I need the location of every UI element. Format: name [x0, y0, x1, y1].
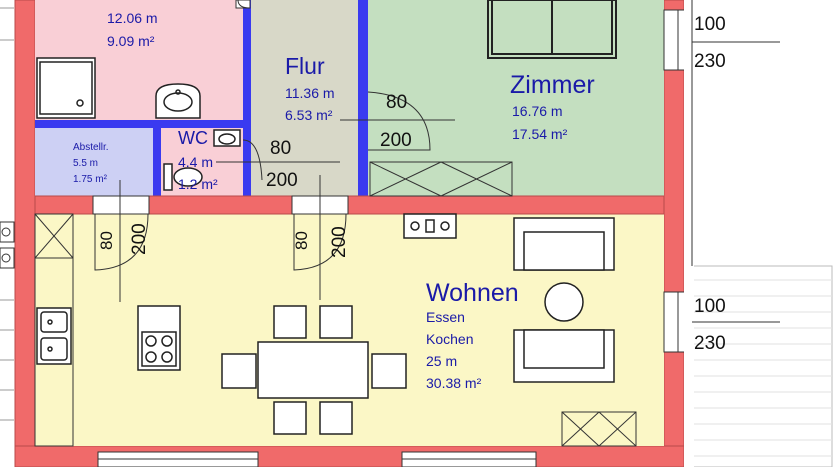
- terrace-area: [691, 265, 833, 467]
- wc-area: 1.2 m²: [178, 176, 218, 192]
- door-swing-wc: [242, 139, 263, 181]
- abstell-area: 1.75 m²: [73, 174, 108, 185]
- left-knob-1: [1, 227, 11, 237]
- wohnen-perimeter: 25 m: [426, 353, 457, 369]
- left-exterior: [0, 7, 14, 421]
- washbasin-icon: [155, 83, 201, 119]
- interior-walls: [35, 0, 368, 196]
- flur-name: Flur: [285, 53, 325, 79]
- window-top-height: 230: [694, 51, 726, 72]
- terrace-grid: [692, 279, 832, 457]
- wc-washbasin-icon: [213, 129, 241, 147]
- left-knob-2: [1, 253, 11, 263]
- dining-table-icon: [221, 305, 407, 435]
- room-flur: [251, 0, 358, 196]
- room-abstell: [35, 128, 153, 196]
- wc-name: WC: [178, 128, 208, 148]
- wohnen-line3: Kochen: [426, 331, 473, 347]
- door-opening-flur-top: [235, 0, 251, 9]
- shower-icon: [36, 57, 96, 119]
- wohnen-area: 30.38 m²: [426, 375, 482, 391]
- door-wohnen-width: 80: [292, 231, 311, 250]
- door-zimmer-width: 80: [386, 92, 407, 113]
- kitchen-counter: [34, 213, 74, 447]
- door-abstell-width: 80: [97, 231, 116, 250]
- window-right-width: 100: [694, 296, 726, 317]
- sink-icon: [36, 307, 72, 365]
- wohnen-name: Wohnen: [426, 279, 519, 307]
- door-swing-bad: [237, 0, 251, 9]
- round-table-icon: [544, 282, 584, 322]
- flur-perimeter: 11.36 m: [285, 85, 335, 101]
- closet-wohnen: [561, 411, 637, 447]
- zimmer-perimeter: 16.76 m: [512, 103, 563, 119]
- bed-icon: [487, 0, 617, 59]
- abstell-name: Abstellr.: [73, 142, 109, 153]
- left-panel-2: [0, 247, 15, 269]
- door-abstell-height: 200: [129, 223, 150, 255]
- wall-left: [14, 0, 36, 467]
- toilet-icon: [163, 163, 203, 191]
- zimmer-area: 17.54 m²: [512, 126, 568, 142]
- door-wc-width: 80: [270, 138, 291, 159]
- door-wc-height: 200: [266, 170, 298, 191]
- door-zimmer-height: 200: [380, 130, 412, 151]
- window-top-width: 100: [694, 14, 726, 35]
- closet-zimmer: [369, 161, 513, 197]
- wohnen-line2: Essen: [426, 309, 465, 325]
- zimmer-name: Zimmer: [510, 71, 595, 99]
- door-swing-zimmer: [367, 91, 431, 151]
- bad-area: 9.09 m²: [107, 33, 155, 49]
- bad-perimeter: 12.06 m: [107, 10, 158, 26]
- sofa-icon: [513, 329, 615, 383]
- armchair-icon: [513, 217, 615, 271]
- door-swing-wohnen: [293, 213, 347, 271]
- stove-icon: [137, 305, 181, 371]
- flur-area: 6.53 m²: [285, 107, 333, 123]
- cooktop-icon: [403, 213, 457, 239]
- abstell-perimeter: 5.5 m: [73, 158, 98, 169]
- window-right-height: 230: [694, 333, 726, 354]
- wc-perimeter: 4.4 m: [178, 154, 213, 170]
- door-swing-abstell: [94, 213, 149, 271]
- left-panel-1: [0, 221, 15, 243]
- door-opening-abstell: [92, 195, 150, 215]
- wall-middle: [34, 195, 665, 215]
- door-wohnen-height: 200: [329, 226, 350, 258]
